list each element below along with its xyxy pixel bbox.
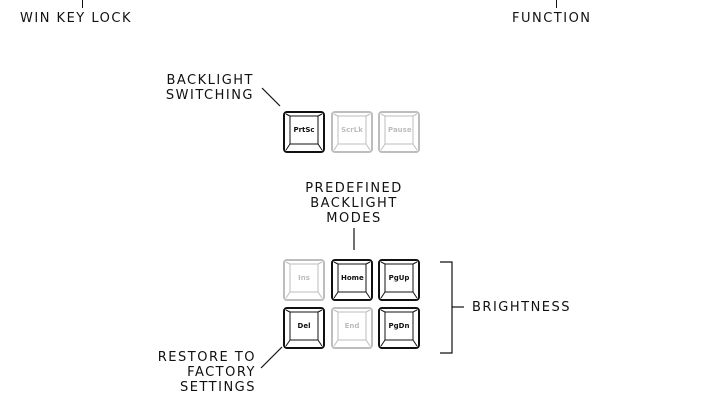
key-del: Del — [283, 307, 325, 349]
restore-label: RESTORE TO FACTORY SETTINGS — [120, 350, 256, 395]
key-pgup: PgUp — [378, 259, 420, 301]
function-leader — [556, 0, 557, 8]
key-pgup-label: PgUp — [388, 274, 410, 282]
key-pgdn: PgDn — [378, 307, 420, 349]
key-prtsc: PrtSc — [283, 111, 325, 153]
predefined-modes-line-2: BACKLIGHT — [310, 196, 398, 211]
key-prtsc-label: PrtSc — [293, 126, 315, 134]
backlight-switching-label: BACKLIGHT SWITCHING — [130, 73, 254, 103]
predefined-modes-line-3: MODES — [326, 211, 382, 226]
backlight-switching-line-1: BACKLIGHT — [166, 73, 254, 88]
brightness-label: BRIGHTNESS — [472, 300, 572, 315]
key-pause-label: Pause — [388, 126, 412, 134]
key-ins-label: Ins — [298, 274, 310, 282]
key-del-label: Del — [297, 322, 311, 330]
restore-line-1: RESTORE TO — [157, 350, 256, 365]
key-pgdn-label: PgDn — [388, 322, 410, 330]
predefined-modes-line-1: PREDEFINED — [305, 181, 403, 196]
key-home: Home — [331, 259, 373, 301]
key-pause: Pause — [378, 111, 420, 153]
key-end-label: End — [344, 322, 360, 330]
key-scrlk: ScrLk — [331, 111, 373, 153]
predefined-modes-label: PREDEFINED BACKLIGHT MODES — [274, 181, 434, 226]
win-key-lock-leader — [82, 0, 83, 8]
key-end: End — [331, 307, 373, 349]
key-scrlk-label: ScrLk — [341, 126, 363, 134]
function-label: FUNCTION — [512, 11, 592, 26]
backlight-switching-line-2: SWITCHING — [165, 88, 254, 103]
restore-line-3: SETTINGS — [179, 380, 256, 395]
win-key-lock-label: WIN KEY LOCK — [20, 11, 132, 26]
key-home-label: Home — [341, 274, 364, 282]
key-ins: Ins — [283, 259, 325, 301]
restore-line-2: FACTORY — [187, 365, 256, 380]
